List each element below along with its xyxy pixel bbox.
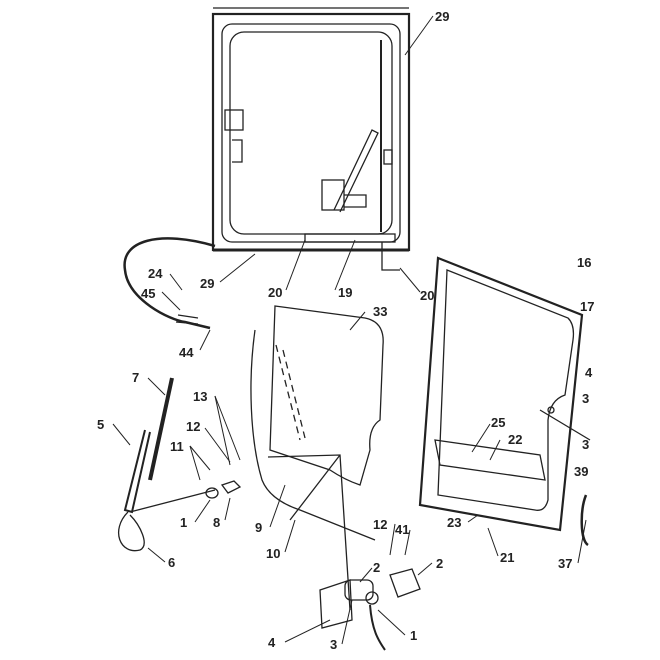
callout-33: 33 — [373, 304, 388, 319]
door-frame-assembly — [211, 7, 411, 271]
callout-44: 44 — [179, 345, 194, 360]
callout-37: 37 — [558, 556, 573, 571]
callout-7: 7 — [132, 370, 140, 385]
callout-29-top: 29 — [435, 9, 450, 24]
callout-8: 8 — [213, 515, 221, 530]
callout-19: 19 — [338, 285, 353, 300]
callout-22: 22 — [508, 432, 523, 447]
callout-3-right-a: 3 — [582, 391, 590, 406]
callout-39: 39 — [574, 464, 589, 479]
callout-4-right: 4 — [585, 365, 593, 380]
callout-23: 23 — [447, 515, 462, 530]
callout-41: 41 — [395, 522, 410, 537]
callout-1-left: 1 — [180, 515, 188, 530]
callout-3-right-b: 3 — [582, 437, 590, 452]
leader-lines — [112, 15, 587, 645]
callout-21: 21 — [500, 550, 515, 565]
callout-6: 6 — [168, 555, 176, 570]
callout-25: 25 — [491, 415, 506, 430]
callout-11: 11 — [170, 439, 184, 454]
callout-20-right: 20 — [420, 288, 435, 303]
callout-17: 17 — [580, 299, 595, 314]
callout-3-bottom: 3 — [330, 637, 338, 652]
callout-12-right: 12 — [373, 517, 388, 532]
callout-12-left: 12 — [186, 419, 201, 434]
callout-29-bottom: 29 — [200, 276, 215, 291]
callout-1-bottom: 1 — [410, 628, 418, 643]
callout-16: 16 — [577, 255, 592, 270]
wiring-harness — [123, 237, 216, 330]
wiper-motor — [319, 568, 421, 651]
callout-9: 9 — [255, 520, 263, 535]
callout-2-right: 2 — [436, 556, 444, 571]
callout-13: 13 — [193, 389, 208, 404]
callout-10: 10 — [266, 546, 281, 561]
callout-4-bottom: 4 — [268, 635, 276, 650]
callout-45: 45 — [141, 286, 156, 301]
callout-20-left: 20 — [268, 285, 283, 300]
side-door-frame — [418, 256, 591, 547]
callout-24: 24 — [148, 266, 163, 281]
callout-2-left: 2 — [373, 560, 381, 575]
wiper-assembly — [118, 377, 242, 552]
door-glass — [250, 305, 384, 611]
callout-5: 5 — [97, 417, 105, 432]
